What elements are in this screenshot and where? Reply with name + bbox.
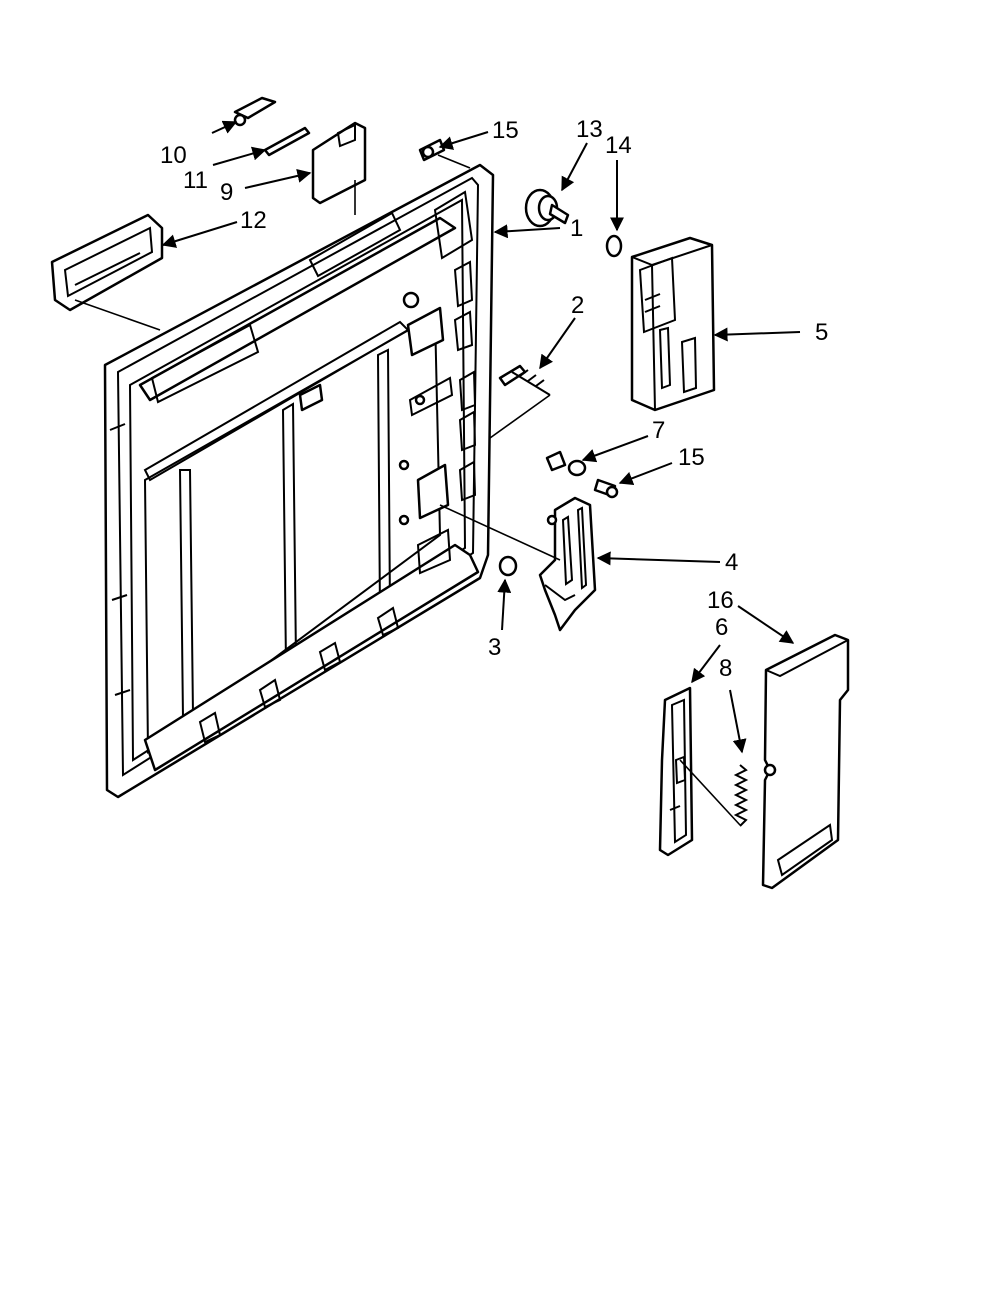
coil-spring (733, 764, 749, 827)
assembly-lines (74, 154, 741, 826)
small-block (545, 450, 587, 477)
screw-part (263, 126, 311, 157)
knob-part (524, 188, 570, 228)
switch-module (630, 236, 716, 412)
cover-panel (761, 633, 850, 890)
nut-part (605, 234, 623, 258)
label-15-top: 15 (492, 117, 519, 144)
label-8: 8 (719, 655, 732, 682)
screw-top (418, 138, 446, 162)
label-3: 3 (488, 634, 501, 661)
slide-bracket (658, 686, 694, 857)
label-7: 7 (652, 417, 665, 444)
label-12: 12 (240, 207, 267, 234)
spring-pin (498, 364, 551, 396)
label-11: 11 (183, 167, 208, 194)
small-plate (311, 121, 367, 205)
screw-lower (593, 478, 619, 499)
label-9: 9 (220, 179, 233, 206)
label-4: 4 (725, 549, 738, 576)
label-13: 13 (576, 116, 603, 143)
label-6: 6 (715, 614, 728, 641)
leader-arrows (161, 120, 801, 754)
label-5: 5 (815, 319, 828, 346)
label-16: 16 (707, 587, 734, 614)
latch-lever (538, 496, 597, 632)
grommet-part (498, 555, 518, 577)
inner-door-panel (103, 163, 495, 799)
label-10: 10 (160, 142, 187, 169)
part-labels: 10 11 9 12 15 13 14 1 2 5 7 15 4 3 16 6 … (160, 116, 828, 682)
label-15-lower: 15 (678, 444, 705, 471)
label-1: 1 (570, 215, 583, 242)
label-2: 2 (571, 292, 584, 319)
clip-part (233, 96, 277, 127)
handle-bracket (50, 213, 164, 312)
label-14: 14 (605, 132, 632, 159)
